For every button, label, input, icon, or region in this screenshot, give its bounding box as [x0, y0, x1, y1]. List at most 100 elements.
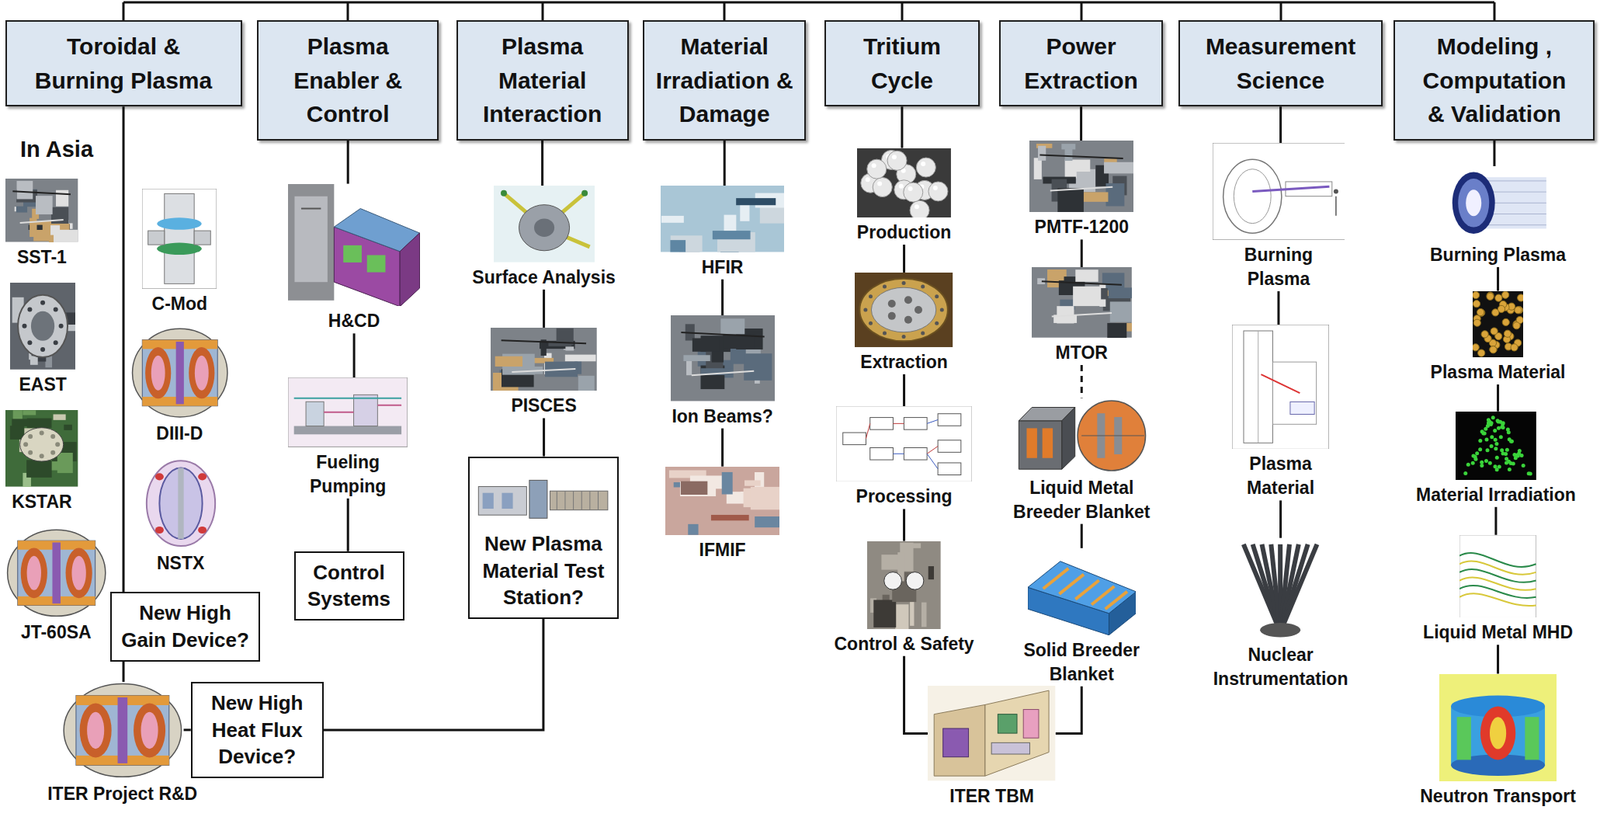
illustration-shape — [1472, 291, 1524, 358]
illustration-shape — [1280, 544, 1318, 632]
illustration-shape — [1243, 544, 1281, 632]
device-illustration — [1031, 267, 1132, 338]
illustration-shape — [343, 244, 363, 262]
illustration-shape — [711, 514, 750, 521]
illustration-shape — [1091, 586, 1115, 604]
illustration-shape — [1252, 544, 1281, 632]
illustration-shape — [1496, 425, 1501, 430]
illustration-shape — [1478, 447, 1482, 452]
device-image: Nuclear Instrumentation — [1211, 537, 1351, 692]
illustration-shape — [556, 490, 558, 510]
device-image: EAST — [10, 282, 76, 397]
group-label: In Asia — [20, 136, 94, 163]
illustration-shape — [1499, 424, 1504, 429]
illustration-shape — [1459, 593, 1537, 606]
illustration-shape — [1516, 294, 1524, 302]
illustration-shape — [1480, 705, 1516, 760]
illustration-shape — [1075, 270, 1098, 283]
image-caption: Liquid Metal Breeder Blanket — [1003, 475, 1160, 525]
illustration-shape — [1257, 330, 1259, 443]
illustration-shape — [902, 334, 906, 339]
illustration-shape — [1108, 288, 1132, 299]
illustration-shape — [720, 318, 745, 334]
illustration-shape — [1510, 343, 1518, 351]
proposed-box: Control Systems — [294, 551, 405, 621]
illustration-shape — [12, 419, 32, 427]
illustration-shape — [1037, 145, 1046, 161]
illustration-shape — [55, 190, 69, 207]
illustration-shape — [1047, 275, 1064, 282]
illustration-shape — [26, 460, 53, 479]
illustration-shape — [943, 728, 969, 757]
illustration-shape — [1459, 585, 1537, 598]
illustration-shape — [27, 340, 33, 345]
illustration-shape — [1027, 427, 1038, 458]
illustration-shape — [1051, 312, 1112, 317]
illustration-shape — [157, 218, 203, 230]
connector-line — [721, 279, 724, 316]
illustration-shape — [159, 468, 202, 539]
category-box: Plasma Material Interaction — [456, 20, 629, 141]
illustration-shape — [1058, 188, 1085, 213]
illustration-shape — [920, 161, 926, 167]
illustration-shape — [898, 183, 904, 188]
illustration-shape — [1027, 561, 1136, 614]
image-caption: Plasma Material — [1430, 360, 1566, 385]
connector-line — [1079, 106, 1083, 141]
illustration-shape — [40, 347, 46, 352]
illustration-shape — [518, 204, 570, 251]
illustration-shape — [868, 321, 873, 326]
illustration-shape — [71, 555, 86, 590]
illustration-shape — [17, 180, 34, 199]
illustration-shape — [142, 339, 218, 406]
connector-line — [1496, 384, 1500, 412]
illustration-shape — [1075, 579, 1099, 599]
illustration-shape — [323, 411, 354, 414]
illustration-shape — [1252, 186, 1330, 191]
illustration-shape — [1497, 464, 1502, 469]
device-illustration — [288, 183, 420, 307]
illustration-shape — [35, 195, 53, 215]
illustration-shape — [744, 479, 761, 486]
device-image: MTOR — [1031, 267, 1132, 365]
image-caption: KSTAR — [11, 489, 73, 514]
connector-line — [1055, 686, 1083, 734]
illustration-shape — [928, 181, 948, 202]
illustration-shape — [550, 490, 608, 510]
illustration-shape — [27, 450, 33, 455]
illustration-shape — [1062, 144, 1076, 150]
illustration-shape — [1498, 419, 1503, 424]
illustration-shape — [871, 163, 877, 168]
illustration-shape — [197, 526, 207, 534]
illustration-shape — [921, 330, 926, 335]
illustration-shape — [55, 442, 60, 448]
connector-line — [323, 618, 544, 730]
illustration-shape — [661, 215, 684, 223]
illustration-shape — [683, 354, 710, 361]
device-illustration — [288, 377, 408, 447]
device-image: Liquid Metal MHD — [1422, 534, 1573, 646]
illustration-shape — [534, 218, 555, 238]
box-label: New Plasma Material Test Station? — [477, 530, 610, 611]
illustration-shape — [1077, 399, 1146, 470]
illustration-shape — [870, 417, 894, 431]
device-image: IFMIF — [665, 466, 780, 563]
illustration-shape — [295, 195, 328, 282]
illustration-shape — [194, 230, 212, 245]
illustration-shape — [680, 480, 708, 494]
device-illustration — [61, 681, 184, 779]
device-image: Production — [857, 148, 951, 245]
illustration-shape — [1492, 428, 1497, 433]
illustration-shape — [914, 204, 920, 209]
illustration-shape — [57, 452, 73, 473]
illustration-shape — [867, 159, 887, 179]
illustration-shape — [1234, 537, 1326, 640]
category-box: Plasma Enabler & Control — [256, 20, 439, 141]
illustration-shape — [1050, 187, 1113, 191]
illustration-shape — [1072, 286, 1101, 306]
bracket-tick — [1280, 2, 1283, 21]
illustration-shape — [65, 547, 92, 598]
illustration-shape — [500, 190, 507, 197]
illustration-shape — [10, 282, 76, 370]
